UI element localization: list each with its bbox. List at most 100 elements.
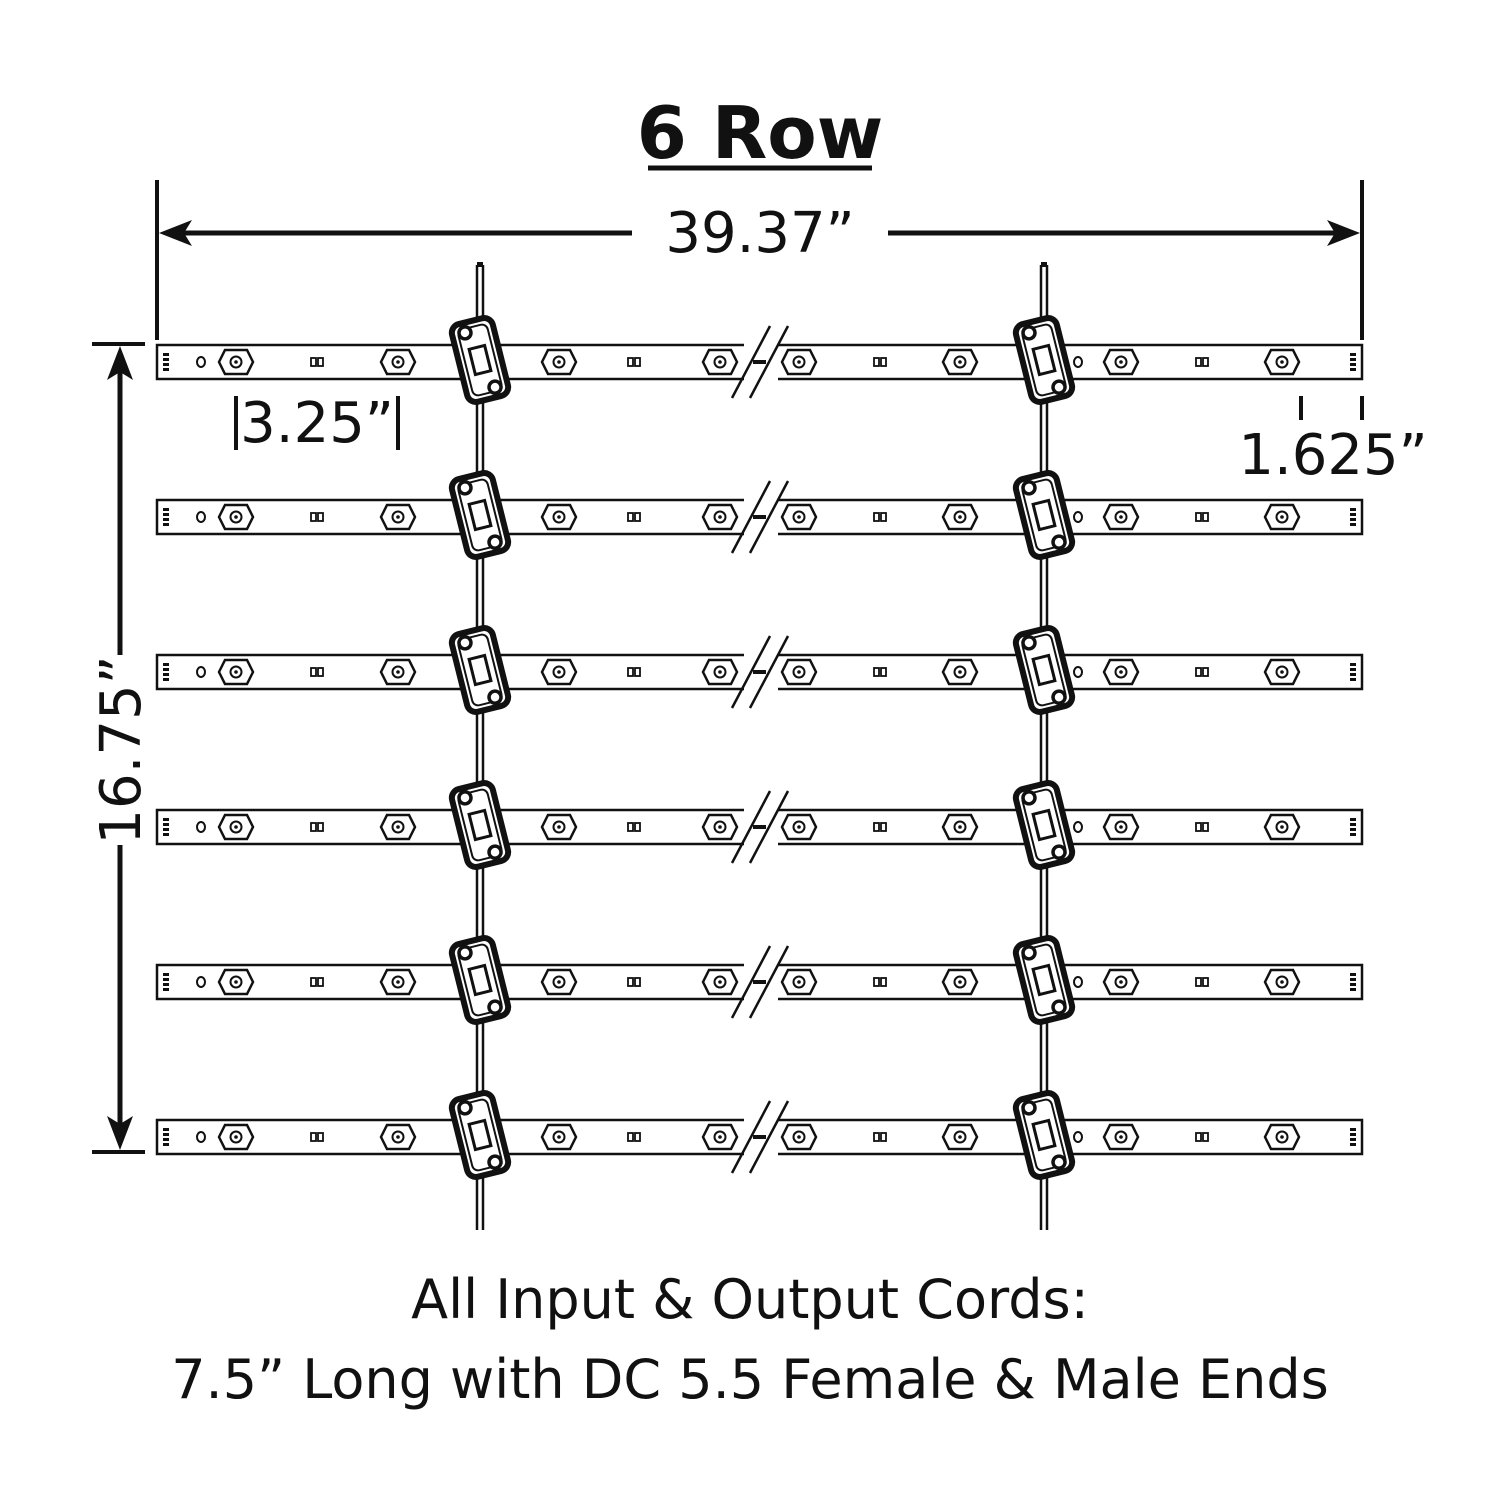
- led-module-icon: [217, 348, 255, 376]
- chip-icon: [873, 822, 887, 832]
- led-module-icon: [1102, 813, 1140, 841]
- mounting-bracket-icon: [448, 1090, 512, 1180]
- chip-icon: [1195, 512, 1209, 522]
- resistor-icon: [1073, 1131, 1083, 1143]
- led-bar: [155, 480, 1364, 554]
- connector-pads-icon: [163, 663, 169, 681]
- resistor-icon: [1073, 976, 1083, 988]
- led-module-icon: [217, 658, 255, 686]
- led-module-icon: [540, 968, 578, 996]
- resistor-icon: [196, 666, 206, 678]
- led-module-icon: [217, 1123, 255, 1151]
- mounting-bracket-icon: [448, 470, 512, 560]
- led-module-icon: [780, 658, 818, 686]
- caption-line-1: All Input & Output Cords:: [411, 1268, 1089, 1331]
- led-module-icon: [780, 813, 818, 841]
- led-module-icon: [540, 813, 578, 841]
- brackets: [448, 315, 1076, 1180]
- resistor-icon: [196, 356, 206, 368]
- connector-pads-icon: [1350, 1128, 1356, 1146]
- led-module-icon: [941, 503, 979, 531]
- connector-pads-icon: [163, 818, 169, 836]
- led-module-icon: [1102, 968, 1140, 996]
- led-bar: [155, 945, 1364, 1019]
- led-module-icon: [379, 1123, 417, 1151]
- led-module-icon: [701, 348, 739, 376]
- connector-pads-icon: [1350, 818, 1356, 836]
- break-mark-icon: [730, 790, 790, 864]
- led-bar: [155, 1100, 1364, 1174]
- led-module-icon: [701, 813, 739, 841]
- arrow-right-icon: [1327, 220, 1360, 246]
- mounting-bracket-icon: [448, 780, 512, 870]
- connector-pads-icon: [163, 973, 169, 991]
- connector-pads-icon: [1350, 353, 1356, 371]
- resistor-icon: [1073, 666, 1083, 678]
- width-label: 39.37”: [665, 201, 854, 266]
- chip-icon: [1195, 1132, 1209, 1142]
- led-module-icon: [701, 968, 739, 996]
- width-dimension: 39.37”: [155, 180, 1364, 340]
- height-label: 16.75”: [89, 655, 154, 844]
- led-module-icon: [379, 503, 417, 531]
- spacing-dimension: 3.25”: [234, 391, 400, 456]
- led-module-icon: [540, 503, 578, 531]
- led-module-icon: [1263, 503, 1301, 531]
- arrow-down-icon: [107, 1116, 133, 1150]
- arrow-left-icon: [159, 220, 192, 246]
- break-mark-icon: [730, 635, 790, 709]
- led-module-icon: [1263, 658, 1301, 686]
- mounting-bracket-icon: [1012, 935, 1076, 1025]
- connector-pads-icon: [1350, 973, 1356, 991]
- led-module-icon: [780, 348, 818, 376]
- mounting-bracket-icon: [1012, 780, 1076, 870]
- led-module-icon: [701, 1123, 739, 1151]
- led-module-icon: [701, 503, 739, 531]
- led-module-icon: [540, 348, 578, 376]
- chip-icon: [1195, 357, 1209, 367]
- led-module-icon: [1263, 348, 1301, 376]
- led-module-icon: [217, 813, 255, 841]
- wire-2: [1039, 262, 1049, 1230]
- break-mark-icon: [730, 945, 790, 1019]
- led-module-icon: [379, 813, 417, 841]
- led-module-icon: [379, 968, 417, 996]
- resistor-icon: [1073, 356, 1083, 368]
- chip-icon: [627, 512, 641, 522]
- end-offset-dimension: 1.625”: [1238, 396, 1428, 488]
- led-module-icon: [941, 813, 979, 841]
- led-module-icon: [1102, 658, 1140, 686]
- arrow-up-icon: [107, 346, 133, 380]
- connector-pads-icon: [1350, 508, 1356, 526]
- chip-icon: [873, 977, 887, 987]
- led-module-icon: [1263, 968, 1301, 996]
- led-module-icon: [1102, 1123, 1140, 1151]
- led-module-icon: [1102, 503, 1140, 531]
- chip-icon: [627, 977, 641, 987]
- break-mark-icon: [730, 480, 790, 554]
- chip-icon: [873, 1132, 887, 1142]
- chip-icon: [627, 667, 641, 677]
- mounting-bracket-icon: [448, 935, 512, 1025]
- connector-pads-icon: [163, 1128, 169, 1146]
- mounting-bracket-icon: [1012, 315, 1076, 405]
- chip-icon: [310, 357, 324, 367]
- resistor-icon: [196, 976, 206, 988]
- resistor-icon: [196, 821, 206, 833]
- chip-icon: [873, 512, 887, 522]
- resistor-icon: [1073, 821, 1083, 833]
- mounting-bracket-icon: [448, 625, 512, 715]
- mounting-bracket-icon: [448, 315, 512, 405]
- chip-icon: [310, 667, 324, 677]
- led-module-icon: [379, 348, 417, 376]
- led-module-icon: [1263, 813, 1301, 841]
- led-module-icon: [701, 658, 739, 686]
- chip-icon: [310, 1132, 324, 1142]
- chip-icon: [627, 357, 641, 367]
- diagram-title: 6 Row: [637, 91, 884, 175]
- chip-icon: [1195, 667, 1209, 677]
- mounting-bracket-icon: [1012, 1090, 1076, 1180]
- chip-icon: [310, 977, 324, 987]
